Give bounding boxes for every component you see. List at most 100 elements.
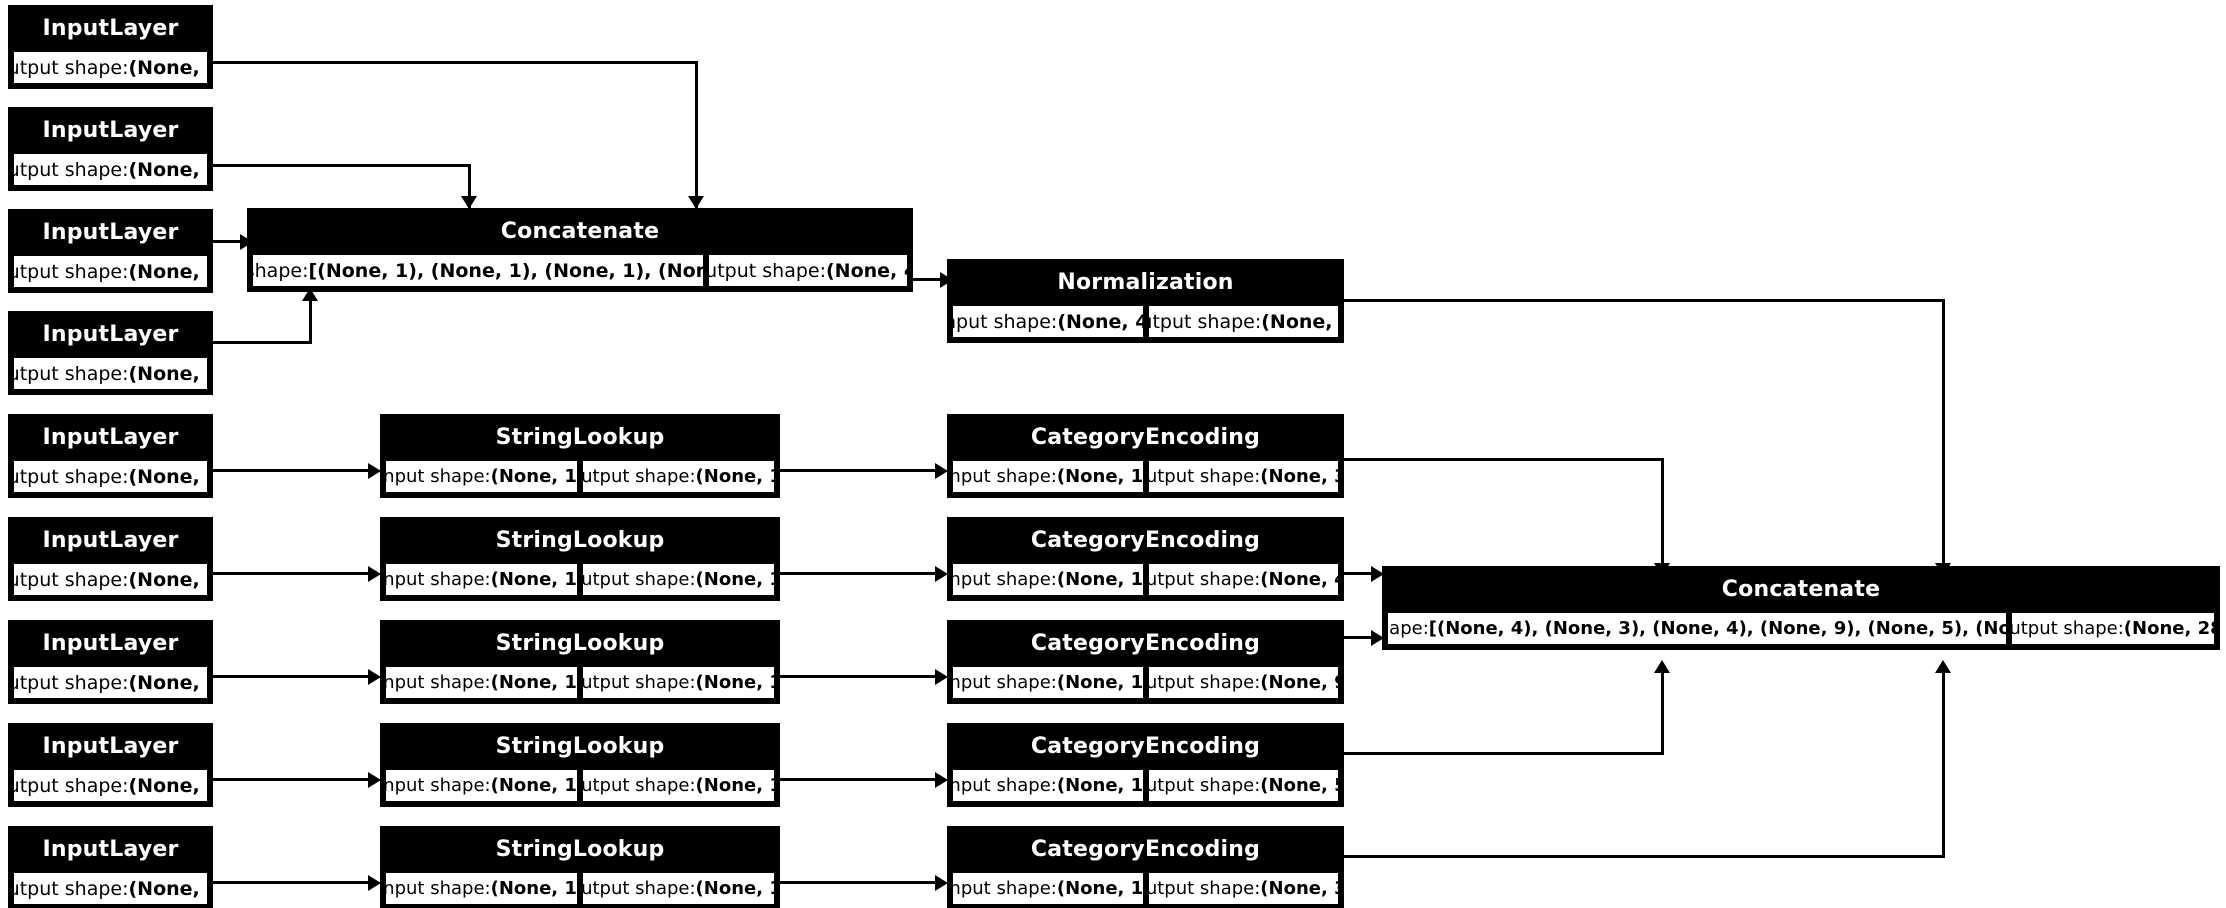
node-title: InputLayer xyxy=(11,623,210,664)
edge-row4-input-to-lookup xyxy=(213,778,373,781)
output-shape-value: (None, 1) xyxy=(128,56,208,79)
output-shape-value: (None, 1) xyxy=(128,774,208,797)
input-shape-label: Input shape: xyxy=(952,775,1057,796)
output-shape-cell: Output shape: (None, 1) xyxy=(582,666,775,699)
arrowhead-input2-to-concat xyxy=(461,196,477,209)
output-shape-value: (None, 1) xyxy=(128,877,208,900)
edge-row5-encoding-to-final-h xyxy=(1344,855,1944,858)
edge-row4-lookup-to-encoding xyxy=(780,778,940,781)
node-cat-row-5-category-encoding[interactable]: CategoryEncoding Input shape: (None, 1) … xyxy=(947,826,1344,908)
input-shape-cell: Input shape: (None, 1) xyxy=(952,666,1144,699)
edge-row2-input-to-lookup xyxy=(213,572,373,575)
node-title: InputLayer xyxy=(11,314,210,355)
input-shape-value: [(None, 1), (None, 1), (None, 1), (None,… xyxy=(308,259,703,282)
output-shape-label: Output shape: xyxy=(1148,310,1262,333)
output-shape-cell: Output shape: (None, 4) xyxy=(1147,563,1339,596)
node-title: InputLayer xyxy=(11,417,210,458)
node-title: InputLayer xyxy=(11,110,210,151)
node-cat-row-4-input-layer[interactable]: InputLayer Output shape: (None, 1) xyxy=(8,723,213,807)
input-shape-value: (None, 1) xyxy=(1056,775,1144,796)
input-shape-value: (None, 1) xyxy=(490,878,578,899)
node-cat-row-2-input-layer[interactable]: InputLayer Output shape: (None, 1) xyxy=(8,517,213,601)
node-cat-row-5-input-layer[interactable]: InputLayer Output shape: (None, 1) xyxy=(8,826,213,908)
node-cat-row-2-category-encoding[interactable]: CategoryEncoding Input shape: (None, 1) … xyxy=(947,517,1344,601)
output-shape-cell: Output shape: (None, 1) xyxy=(582,769,775,802)
node-title: Concatenate xyxy=(250,211,910,252)
node-title: InputLayer xyxy=(11,8,210,49)
node-cat-row-3-string-lookup[interactable]: StringLookup Input shape: (None, 1) Outp… xyxy=(380,620,780,704)
node-normalization[interactable]: Normalization Input shape: (None, 4) Out… xyxy=(947,259,1344,343)
edge-normalization-to-final-v xyxy=(1942,299,1945,575)
node-cat-row-1-string-lookup[interactable]: StringLookup Input shape: (None, 1) Outp… xyxy=(380,414,780,498)
output-shape-label: Output shape: xyxy=(709,259,826,282)
node-cat-row-3-input-layer[interactable]: InputLayer Output shape: (None, 1) xyxy=(8,620,213,704)
node-cat-row-2-string-lookup[interactable]: StringLookup Input shape: (None, 1) Outp… xyxy=(380,517,780,601)
node-title: CategoryEncoding xyxy=(950,623,1341,664)
output-shape-value: (None, 4) xyxy=(1260,569,1338,590)
output-shape-label: Output shape: xyxy=(14,465,129,488)
output-shape-cell: Output shape: (None, 1) xyxy=(582,563,775,596)
output-shape-label: Output shape: xyxy=(14,158,129,181)
output-shape-value: (None, 1) xyxy=(128,260,208,283)
input-shape-cell: Input shape: (None, 1) xyxy=(952,872,1144,905)
node-title: StringLookup xyxy=(383,829,777,870)
output-shape-cell: Output shape: (None, 1) xyxy=(13,51,208,84)
node-title: StringLookup xyxy=(383,726,777,767)
output-shape-label: Output shape: xyxy=(14,877,129,900)
node-input-layer-3[interactable]: InputLayer Output shape: (None, 1) xyxy=(8,209,213,293)
input-shape-label: Input shape: xyxy=(385,569,491,590)
input-shape-label: Input shape: xyxy=(952,466,1057,487)
edge-row5-encoding-to-final-v xyxy=(1942,672,1945,858)
arrowhead-input1-to-concat xyxy=(688,196,704,209)
node-input-layer-4[interactable]: InputLayer Output shape: (None, 1) xyxy=(8,311,213,395)
output-shape-cell: Output shape: (None, 1) xyxy=(13,666,208,699)
input-shape-value: (None, 1) xyxy=(1056,569,1144,590)
output-shape-cell: Output shape: (None, 1) xyxy=(13,357,208,390)
node-cat-row-1-category-encoding[interactable]: CategoryEncoding Input shape: (None, 1) … xyxy=(947,414,1344,498)
arrowhead-row4-input-to-lookup xyxy=(368,772,381,788)
node-cat-row-1-input-layer[interactable]: InputLayer Output shape: (None, 1) xyxy=(8,414,213,498)
node-concatenate-final[interactable]: Concatenate Input shape: [(None, 4), (No… xyxy=(1382,566,2220,650)
edge-row3-input-to-lookup xyxy=(213,675,373,678)
input-shape-value: (None, 1) xyxy=(1056,672,1144,693)
node-title: CategoryEncoding xyxy=(950,726,1341,767)
edge-input2-to-concat-v xyxy=(468,164,471,208)
edge-row1-encoding-to-final-h xyxy=(1344,458,1664,461)
output-shape-cell: Output shape: (None, 1) xyxy=(13,460,208,493)
output-shape-value: (None, 5) xyxy=(1260,775,1338,796)
output-shape-value: (None, 3) xyxy=(1260,466,1338,487)
output-shape-cell: Output shape: (None, 1) xyxy=(582,872,775,905)
node-title: InputLayer xyxy=(11,212,210,253)
output-shape-cell: Output shape: (None, 1) xyxy=(13,563,208,596)
output-shape-label: Output shape: xyxy=(1147,878,1261,899)
node-cat-row-4-category-encoding[interactable]: CategoryEncoding Input shape: (None, 1) … xyxy=(947,723,1344,807)
arrowhead-row4-lookup-to-encoding xyxy=(935,772,948,788)
output-shape-cell: Output shape: (None, 9) xyxy=(1147,666,1339,699)
input-shape-label: Input shape: xyxy=(385,672,491,693)
node-input-layer-1[interactable]: InputLayer Output shape: (None, 1) xyxy=(8,5,213,89)
output-shape-cell: Output shape: (None, 28) xyxy=(2011,612,2215,645)
output-shape-value: (None, 4) xyxy=(1261,310,1338,333)
edge-row5-input-to-lookup xyxy=(213,881,373,884)
input-shape-value: (None, 1) xyxy=(1056,466,1144,487)
edge-row3-encoding-to-final-h xyxy=(1344,636,1376,639)
edge-normalization-to-final-h xyxy=(1344,299,1945,302)
edge-concat-to-normalization-h xyxy=(913,278,945,281)
node-input-layer-2[interactable]: InputLayer Output shape: (None, 1) xyxy=(8,107,213,191)
output-shape-cell: Output shape: (None, 1) xyxy=(582,460,775,493)
node-title: Concatenate xyxy=(1385,569,2217,610)
output-shape-label: Output shape: xyxy=(14,56,129,79)
node-cat-row-5-string-lookup[interactable]: StringLookup Input shape: (None, 1) Outp… xyxy=(380,826,780,908)
node-cat-row-3-category-encoding[interactable]: CategoryEncoding Input shape: (None, 1) … xyxy=(947,620,1344,704)
output-shape-value: (None, 1) xyxy=(695,466,774,487)
output-shape-label: Output shape: xyxy=(14,568,129,591)
input-shape-label: Input shape: xyxy=(952,672,1057,693)
node-concatenate-numeric[interactable]: Concatenate Input shape: [(None, 1), (No… xyxy=(247,208,913,292)
input-shape-label: Input shape: xyxy=(385,878,491,899)
node-cat-row-4-string-lookup[interactable]: StringLookup Input shape: (None, 1) Outp… xyxy=(380,723,780,807)
output-shape-value: (None, 1) xyxy=(695,672,774,693)
edge-input1-to-concat-v xyxy=(695,61,698,208)
edge-row4-encoding-to-final-h xyxy=(1344,752,1664,755)
arrowhead-row3-input-to-lookup xyxy=(368,669,381,685)
edge-row1-input-to-lookup xyxy=(213,469,373,472)
